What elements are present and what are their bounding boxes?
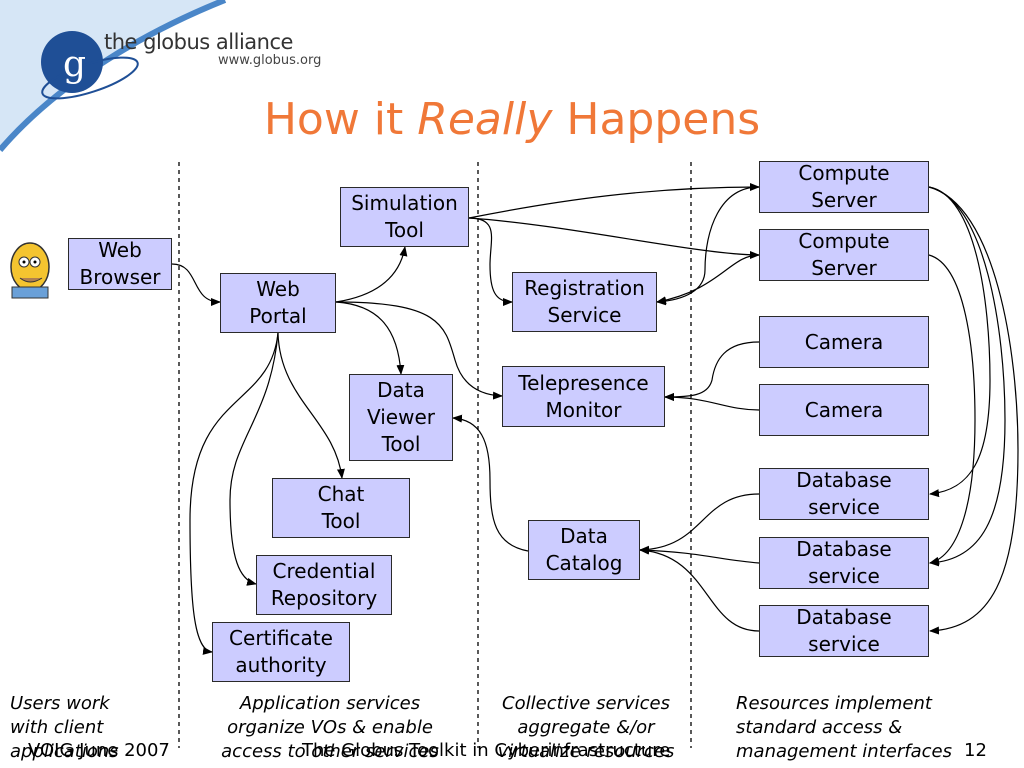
arrow-portal-credential bbox=[229, 332, 279, 586]
simulation-tool-box: Simulation Tool bbox=[340, 187, 469, 247]
logo-name: the globus alliance bbox=[104, 30, 293, 54]
certificate-authority-box: Certificate authority bbox=[212, 622, 350, 682]
arrow-compute1-db3 bbox=[928, 186, 1019, 635]
compute-server-box-1: Compute Server bbox=[759, 161, 929, 213]
title-suffix: Happens bbox=[552, 94, 761, 145]
footer-center: The Globus Toolkit in Cyberinfrastructur… bbox=[302, 740, 671, 761]
arrow-portal-chat bbox=[277, 332, 345, 479]
arrow-db2-catalog bbox=[639, 546, 760, 564]
arrow-portal-certificate bbox=[189, 332, 279, 655]
arrow-compute2-db2 bbox=[928, 254, 976, 565]
logo-url: www.globus.org bbox=[218, 53, 322, 68]
logo-mark: g bbox=[63, 44, 86, 85]
arrow-simulation-compute1 bbox=[468, 183, 760, 219]
arrow-db3-catalog bbox=[639, 546, 760, 632]
arrow-portal-viewer bbox=[335, 301, 405, 375]
user-avatar-icon bbox=[10, 242, 50, 299]
arrow-catalog-viewer bbox=[452, 414, 529, 552]
slide-title: How it Really Happens bbox=[0, 94, 1024, 145]
caption-users: Users work with client applications bbox=[10, 693, 119, 762]
page-number: 12 bbox=[964, 740, 987, 761]
data-catalog-box: Data Catalog bbox=[528, 520, 640, 580]
data-viewer-tool-box: Data Viewer Tool bbox=[349, 374, 453, 461]
arrow-db1-catalog bbox=[639, 493, 760, 554]
arrow-compute1-db1 bbox=[928, 186, 991, 498]
tier-separators bbox=[178, 162, 692, 748]
arrow-camera2-telepresence bbox=[664, 393, 760, 411]
arrow-compute1-registration bbox=[656, 186, 760, 306]
connectors bbox=[171, 183, 1019, 655]
chat-tool-box: Chat Tool bbox=[272, 478, 410, 538]
registration-service-box: Registration Service bbox=[512, 272, 657, 332]
database-service-box-1: Database service bbox=[759, 468, 929, 520]
arrow-simulation-compute2 bbox=[468, 217, 760, 259]
arrow-portal-simulation bbox=[335, 246, 408, 303]
caption-resources: Resources implement standard access & ma… bbox=[736, 693, 952, 762]
arrow-compute1-db2 bbox=[928, 186, 1006, 567]
database-service-box-3: Database service bbox=[759, 605, 929, 657]
arrow-browser-portal bbox=[171, 263, 221, 306]
camera-box-1: Camera bbox=[759, 316, 929, 368]
telepresence-monitor-box: Telepresence Monitor bbox=[502, 366, 665, 427]
database-service-box-2: Database service bbox=[759, 537, 929, 589]
arrow-portal-telepresence bbox=[335, 301, 503, 400]
arrow-camera1-telepresence bbox=[664, 341, 760, 401]
credential-repository-box: Credential Repository bbox=[256, 555, 392, 615]
arrow-simulation-registration bbox=[468, 217, 513, 306]
camera-box-2: Camera bbox=[759, 384, 929, 436]
caption-collective: Collective services aggregate &/or virtu… bbox=[497, 693, 675, 762]
arrow-compute2-registration bbox=[656, 254, 760, 305]
web-browser-box: Web Browser bbox=[68, 238, 172, 290]
title-emphasis: Really bbox=[417, 94, 553, 145]
web-portal-box: Web Portal bbox=[220, 273, 336, 333]
footer-left: VOIG June 2007 bbox=[28, 740, 170, 761]
caption-application: Application services organize VOs & enab… bbox=[221, 693, 439, 762]
compute-server-box-2: Compute Server bbox=[759, 229, 929, 281]
title-prefix: How it bbox=[263, 94, 418, 145]
